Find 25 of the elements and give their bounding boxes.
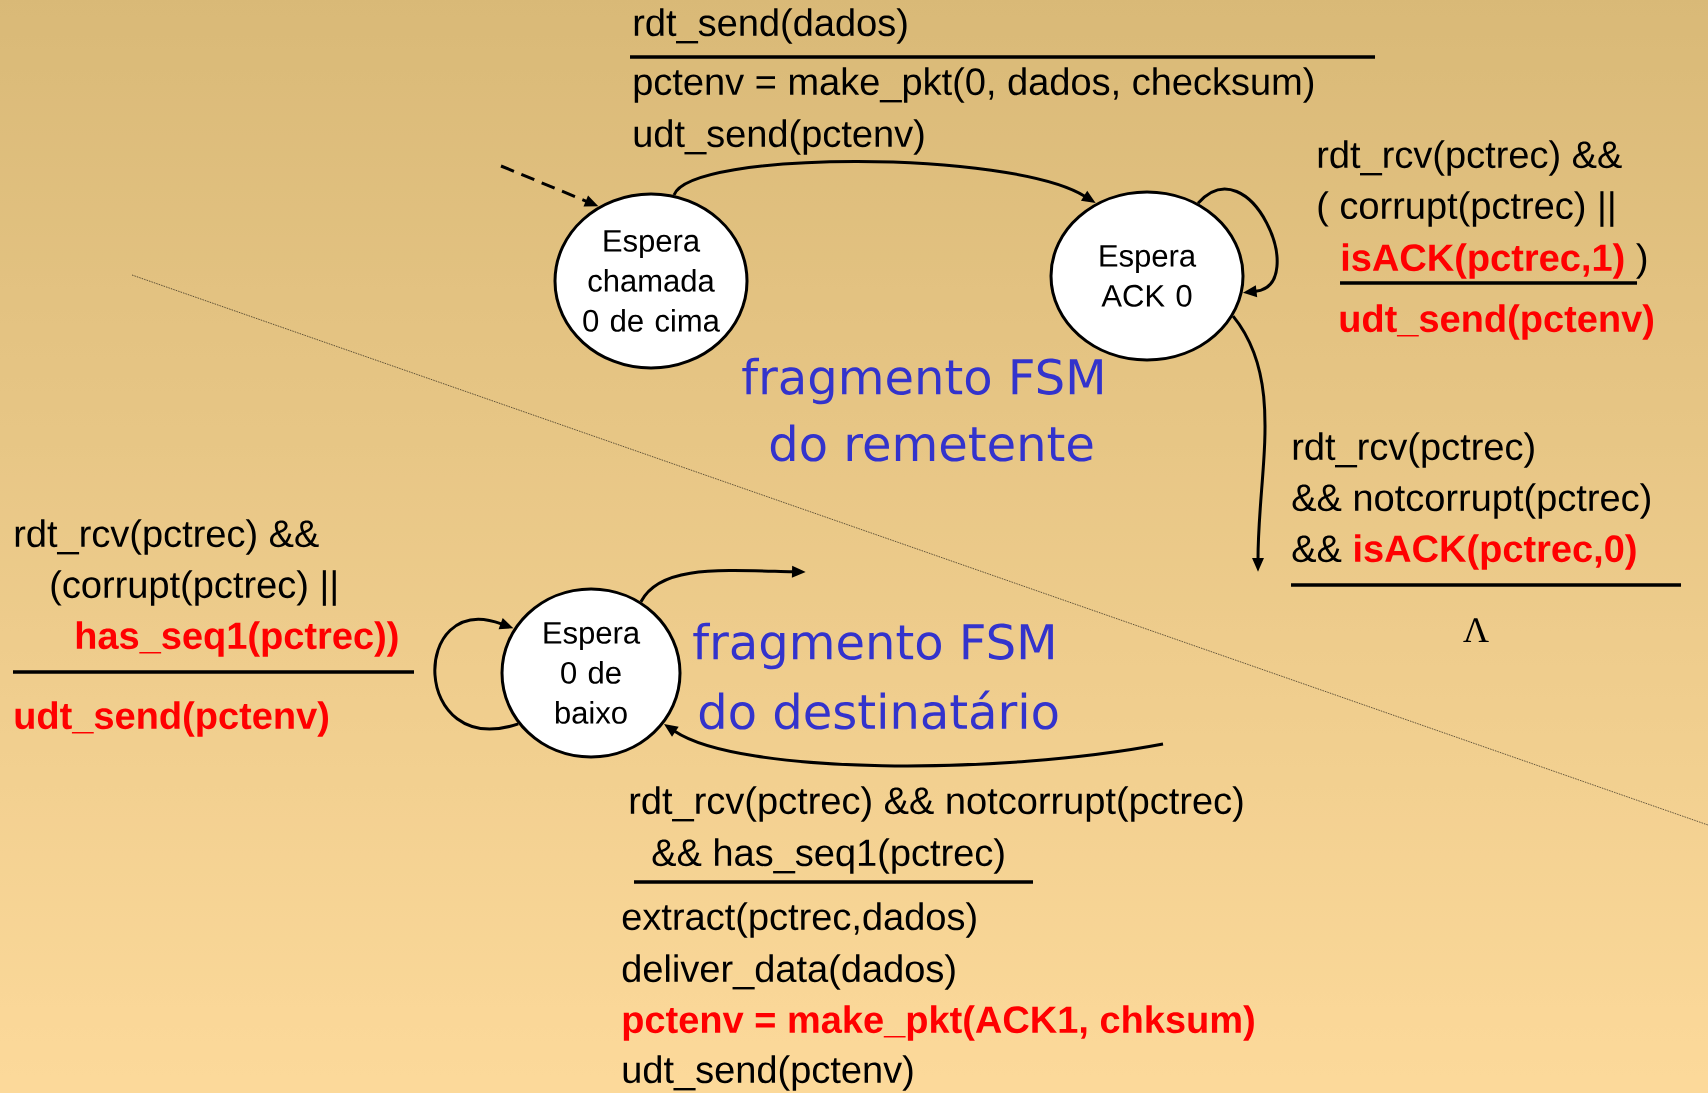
transition-text: pctenv = make_pkt(0, dados, checksum) xyxy=(634,67,1314,103)
transition-text: udt_send(pctenv) xyxy=(623,1055,913,1091)
transition-text: rdt_rcv(pctrec) && xyxy=(1318,140,1622,176)
action-text: pctenv = make_pkt(ACK1, chksum) xyxy=(623,1005,1254,1041)
fsm-caption: do remetente xyxy=(770,424,1093,462)
transition-text: && notcorrupt(pctrec) xyxy=(1292,483,1650,519)
transition-text: && has_seq1(pctrec) xyxy=(652,838,1004,874)
action-text: has_seq1(pctrec)) xyxy=(76,621,398,657)
lambda-symbol: Λ xyxy=(1463,618,1489,642)
transition-text: rdt_rcv(pctrec) && xyxy=(15,519,319,555)
transition-text: && isACK(pctrec,0) xyxy=(1292,534,1636,570)
transition-text: rdt_send(dados) xyxy=(634,8,907,44)
transition-text: rdt_rcv(pctrec) && notcorrupt(pctrec) xyxy=(630,786,1243,822)
transition-text: isACK(pctrec,1) ) xyxy=(1342,243,1647,279)
transition-text: rdt_rcv(pctrec) xyxy=(1293,432,1534,468)
fsm-caption: do destinatário xyxy=(699,690,1058,730)
transition-text: (corrupt(pctrec) || xyxy=(51,570,336,606)
transition-text: extract(pctrec,dados) xyxy=(622,902,976,938)
transition-text: deliver_data(dados) xyxy=(622,954,955,990)
transition-arrow xyxy=(433,617,519,731)
action-text: udt_send(pctenv) xyxy=(15,701,328,737)
transition-text: udt_send(pctenv) xyxy=(634,119,924,155)
action-text: udt_send(pctenv) xyxy=(1340,304,1653,340)
transition-arrow xyxy=(1197,187,1279,298)
transition-text: ( corrupt(pctrec) || xyxy=(1318,191,1614,227)
